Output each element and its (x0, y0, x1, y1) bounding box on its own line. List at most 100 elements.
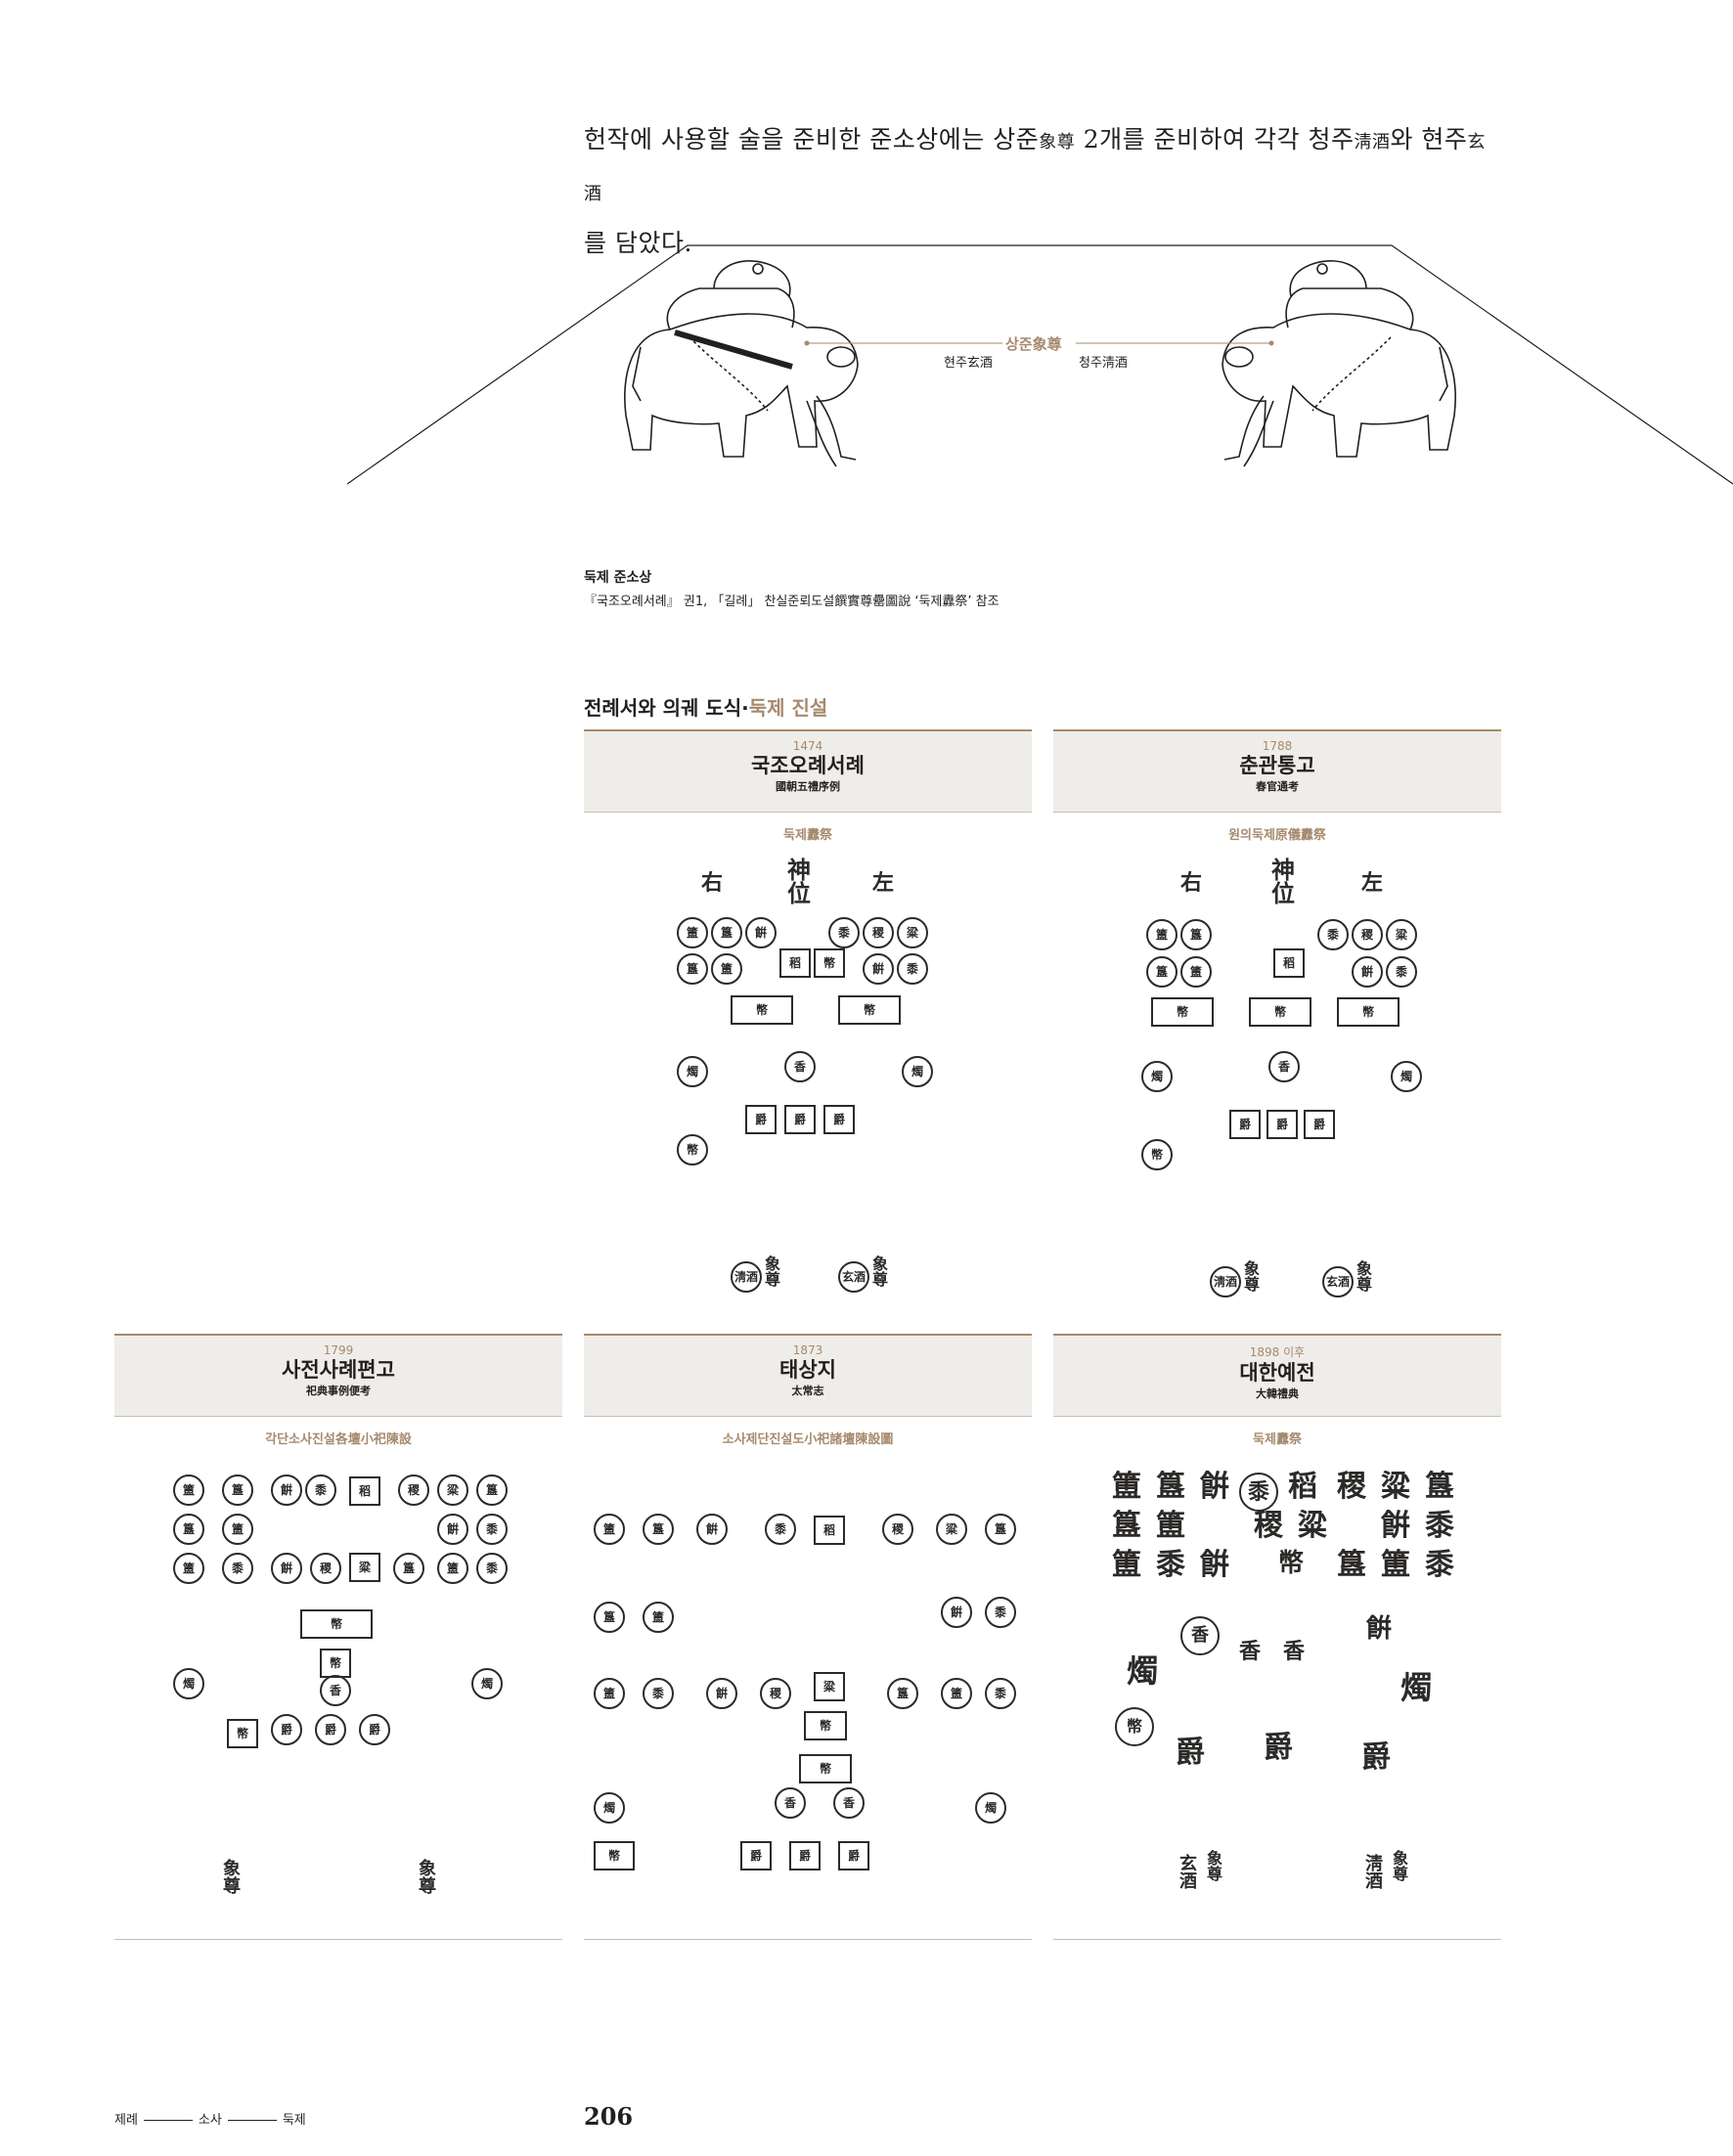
seal-mark: 餠 (271, 1553, 302, 1584)
wine-vessel-seal: 玄酒 (1322, 1266, 1354, 1298)
seal-mark: 稷 (1352, 919, 1383, 950)
footer-subsection: 둑제 (282, 2113, 306, 2128)
cup-box: 爵 (740, 1841, 772, 1870)
seal-mark: 餠 (1352, 956, 1383, 988)
incense-seal: 香 (1268, 1051, 1300, 1082)
incense-seal: 香 (775, 1787, 806, 1819)
wine-label: 淸酒 (1365, 1854, 1383, 1892)
panel-name: 태상지 (779, 1358, 836, 1382)
arrangement-diagram: 神位 右 左 簠 簋 餠 黍 稷 粱 稻 幣 簋 簠 餠 黍 幣 幣 燭 香 燭… (584, 851, 1032, 1340)
seal-mark: 黍 (476, 1514, 508, 1545)
vessel-glyph: 餠 (1366, 1614, 1393, 1644)
panel-year: 1799 (323, 1343, 354, 1357)
intro-text: 2개를 준비하여 각각 청주 (1075, 125, 1355, 154)
right-elephant-icon (1222, 260, 1456, 467)
seal-mark: 簠 (1146, 919, 1178, 950)
shinwi-glyph: 神位 (787, 856, 811, 907)
seal-mark: 粱 (1386, 919, 1417, 950)
candle-seal: 燭 (1391, 1061, 1422, 1092)
intro-text: 와 현주 (1390, 125, 1468, 154)
intro-line-1: 헌작에 사용할 술을 준비한 준소상에는 상준象尊 2개를 준비하여 각각 청주… (584, 115, 1503, 219)
cup-seal: 爵 (359, 1714, 390, 1745)
sangjun-label: 象尊 (1243, 1259, 1260, 1294)
seal-mark: 幣 (1115, 1707, 1154, 1746)
seal-mark: 幣 (677, 1134, 708, 1166)
panel-bottom-rule (584, 1939, 1032, 1940)
box-mark: 幣 (227, 1719, 258, 1748)
cup-box: 爵 (1229, 1110, 1261, 1139)
vessel-glyph: 簋 (1156, 1470, 1185, 1504)
right-glyph: 右 (1180, 870, 1203, 896)
elephant-vessel-figure: 상준象尊 현주玄酒 청주淸酒 (347, 240, 1733, 533)
seal-mark: 黍 (1239, 1473, 1278, 1512)
candle-seal: 燭 (173, 1668, 204, 1699)
panel-hanja-name: 祀典事例便考 (306, 1385, 371, 1397)
panel-name: 춘관통고 (1239, 754, 1315, 777)
panel-subtitle: 각단소사진설各壇小祀陳設 (265, 1432, 412, 1447)
vessel-glyph: 簠 (1112, 1548, 1141, 1582)
box-mark: 稻 (1273, 948, 1305, 978)
seal-mark: 簠 (594, 1514, 625, 1545)
candle-seal: 燭 (902, 1056, 933, 1087)
vessel-glyph: 粱 (1298, 1509, 1327, 1543)
seal-mark: 簋 (677, 953, 708, 985)
panel-header: 1474 국조오례서례 國朝五禮序例 (584, 729, 1032, 813)
wine-label: 玄酒 (1179, 1854, 1197, 1892)
seal-mark: 幣 (1141, 1139, 1173, 1170)
panel-name: 사전사례편고 (282, 1358, 395, 1382)
box-mark: 幣 (1337, 997, 1400, 1027)
panel-header: 1799 사전사례편고 祀典事例便考 (114, 1334, 562, 1417)
seal-mark: 黍 (897, 953, 928, 985)
candle-seal: 燭 (677, 1056, 708, 1087)
footer-divider (227, 2120, 277, 2121)
seal-mark: 黍 (765, 1514, 796, 1545)
cup-glyph: 爵 (1264, 1731, 1293, 1765)
seal-mark: 簋 (594, 1602, 625, 1633)
arrangement-diagram: 簠 簋 餠 黍 稻 稷 粱 簋 簋 簠 餠 黍 簠 黍 餠 稷 粱 簋 簠 黍 … (584, 1455, 1032, 1914)
seal-mark: 簋 (985, 1514, 1016, 1545)
seal-mark: 簋 (393, 1553, 424, 1584)
cup-box: 爵 (838, 1841, 869, 1870)
seal-mark: 稷 (863, 917, 894, 948)
panel-subtitle: 둑제纛祭 (783, 828, 832, 843)
seal-mark: 稷 (398, 1474, 429, 1506)
panel-hanja-name: 春官通考 (1256, 780, 1299, 793)
vessel-glyph: 餠 (1200, 1470, 1229, 1504)
vessel-glyph: 簠 (1156, 1509, 1185, 1543)
intro-paragraph: 헌작에 사용할 술을 준비한 준소상에는 상준象尊 2개를 준비하여 각각 청주… (584, 115, 1503, 268)
elephant-illustration (347, 244, 1733, 485)
cup-box: 爵 (823, 1105, 855, 1134)
panel-sajeon-sarye: 1799 사전사례편고 祀典事例便考 각단소사진설各壇小祀陳設 簠 簋 餠 黍 … (114, 1334, 562, 1940)
intro-hanja: 玄酒 (584, 132, 1486, 204)
vessel-glyph: 簠 (1112, 1470, 1141, 1504)
box-mark: 粱 (349, 1553, 380, 1582)
seal-mark: 簋 (711, 917, 742, 948)
panel-chungwan-tonggo: 1788 춘관통고 春官通考 원의둑제原儀纛祭 神位 右 左 簠 簋 黍 稷 粱… (1053, 729, 1501, 1340)
arrangement-diagram: 簠 簋 餠 黍 稻 稷 粱 簋 簋 簠 餠 黍 簠 黍 餠 稷 粱 簋 簠 黍 … (114, 1455, 562, 1914)
seal-mark: 黍 (643, 1678, 674, 1709)
vessel-glyph: 稷 (1337, 1470, 1366, 1504)
candle-seal: 燭 (594, 1792, 625, 1824)
cup-box: 爵 (789, 1841, 821, 1870)
box-mark: 幣 (1151, 997, 1214, 1027)
sangjun-label: 象尊 (1392, 1849, 1408, 1883)
box-mark: 幣 (838, 995, 901, 1025)
left-glyph: 左 (872, 870, 895, 896)
box-mark: 稻 (779, 948, 811, 978)
cup-box: 爵 (1304, 1110, 1335, 1139)
incense-glyph: 香 (1239, 1639, 1262, 1664)
panel-name: 국조오례서례 (751, 754, 865, 777)
seal-mark: 餠 (437, 1514, 468, 1545)
seal-mark: 簠 (1180, 956, 1212, 988)
figure-caption: 둑제 준소상 『국조오례서례』 권1, 「길례」 찬실준뢰도설饌實尊罍圖說 ‘둑… (584, 567, 1000, 609)
panel-daehan-yejeon: 1898 이후 대한예전 大韓禮典 둑제纛祭 簠 簋 餠 黍 稻 稷 粱 簋 簋… (1053, 1334, 1501, 1940)
seal-mark: 黍 (305, 1474, 336, 1506)
box-mark: 幣 (1249, 997, 1311, 1027)
section-title-text: 전례서와 의궤 도식· (584, 696, 749, 720)
vessel-right-label: 청주淸酒 (1079, 356, 1128, 371)
seal-mark: 餠 (696, 1514, 728, 1545)
seal-mark: 黍 (476, 1553, 508, 1584)
panel-subtitle: 둑제纛祭 (1253, 1432, 1302, 1447)
candle-glyph: 燭 (1400, 1669, 1433, 1706)
seal-mark: 簠 (711, 953, 742, 985)
